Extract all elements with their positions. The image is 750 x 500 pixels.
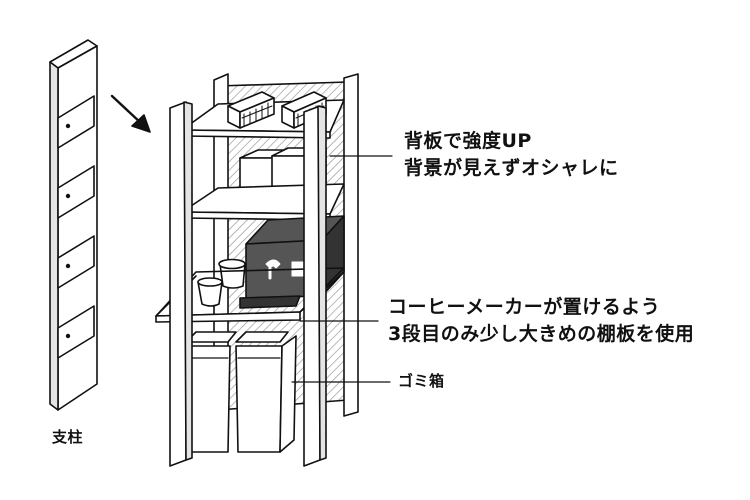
annotation-post: 支柱 xyxy=(52,428,84,446)
basket-left xyxy=(227,91,275,129)
leader-lines xyxy=(291,155,393,383)
annotation-backboard-line2: 背景が見えずオシャレに xyxy=(404,157,619,179)
annotation-trash: ゴミ箱 xyxy=(398,372,445,390)
front-posts xyxy=(169,101,327,467)
annotation-backboard-line1: 背板で強度UP xyxy=(404,130,532,152)
annotation-shelf-line2: 3段目のみ少し大きめの棚板を使用 xyxy=(388,323,695,345)
post-illustration xyxy=(49,39,98,411)
trash-bins xyxy=(183,331,297,453)
annotation-backboard: 背板で強度UP 背景が見えずオシャレに xyxy=(404,128,619,182)
cups xyxy=(197,258,246,307)
annotation-shelf: コーヒーメーカーが置けるよう 3段目のみ少し大きめの棚板を使用 xyxy=(388,294,694,348)
annotation-shelf-line1: コーヒーメーカーが置けるよう xyxy=(388,296,661,318)
arrow-icon xyxy=(110,94,151,133)
